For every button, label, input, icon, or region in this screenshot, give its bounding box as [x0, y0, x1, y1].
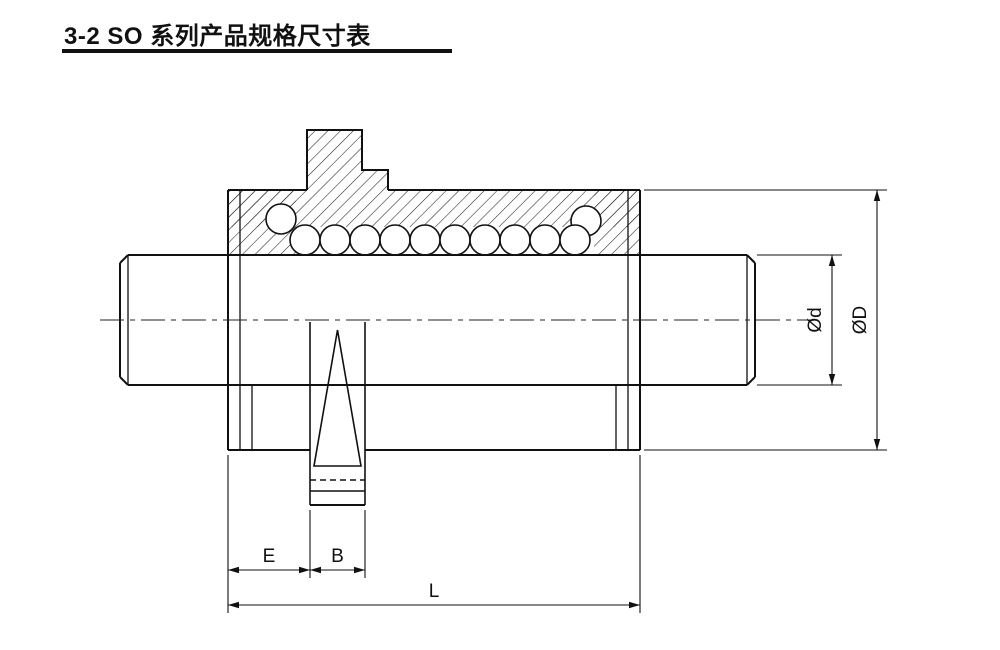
ball [559, 224, 591, 256]
page-title: 3-2 SO 系列产品规格尺寸表 [64, 23, 371, 50]
dimension-labels: E B L Ød ØD [263, 306, 871, 602]
ball [349, 224, 381, 256]
dimensions [227, 189, 887, 613]
ball [319, 224, 351, 256]
dim-label-d: Ød [805, 307, 826, 332]
oil-hole-section [309, 322, 366, 506]
dim-label-E: E [263, 546, 276, 567]
dim-label-L: L [429, 581, 440, 602]
ball [289, 224, 321, 256]
dim-label-D: ØD [850, 306, 871, 335]
title-underline [62, 49, 452, 53]
ball [439, 224, 471, 256]
ball-bearings [265, 203, 602, 256]
grease-boss [306, 129, 389, 190]
ball [379, 224, 411, 256]
ball [469, 224, 501, 256]
ball-turnaround-left [265, 203, 297, 235]
ball [529, 224, 561, 256]
dimension-arrows [228, 190, 881, 609]
ball [409, 224, 441, 256]
ball [499, 224, 531, 256]
dim-label-B: B [331, 546, 344, 567]
